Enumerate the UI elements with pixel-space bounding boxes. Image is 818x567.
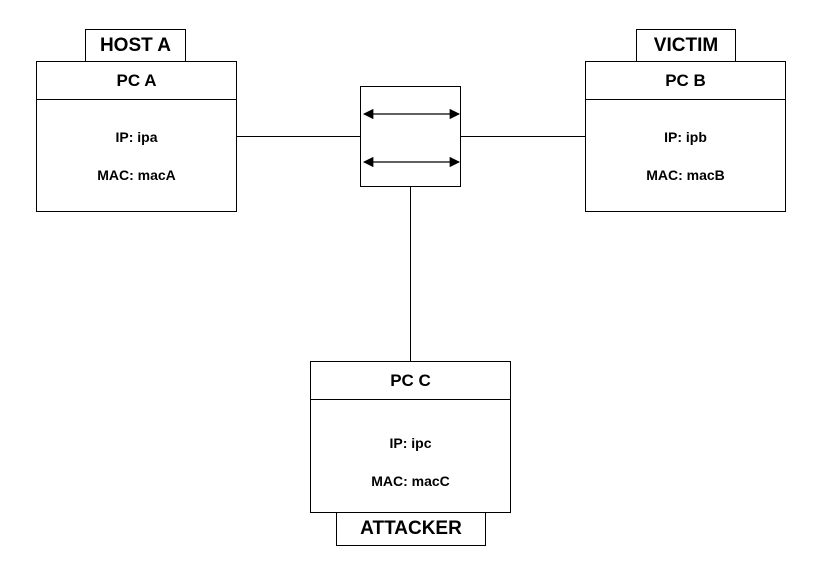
host-a-role-tag: HOST A [85,29,186,62]
pc-a-ip: IP: ipa [115,129,158,145]
pc-c-mac: MAC: macC [371,473,450,489]
link-switch-to-pc-c [410,187,411,362]
link-pc-a-to-switch [236,136,360,137]
network-switch [360,86,461,187]
pc-a-node: PC A IP: ipa MAC: macA [36,61,237,212]
pc-c-ip: IP: ipc [389,435,432,451]
pc-b-mac: MAC: macB [646,167,725,183]
pc-b-node: PC B IP: ipb MAC: macB [585,61,786,212]
bidirectional-arrows-icon [362,108,461,168]
link-switch-to-pc-b [461,136,585,137]
pc-b-role-label: VICTIM [653,34,719,56]
pc-b-role-tag: VICTIM [636,29,736,62]
pc-b-title: PC B [586,62,785,100]
pc-c-title: PC C [311,362,510,400]
host-a-role-label: HOST A [99,34,172,56]
pc-a-title: PC A [37,62,236,100]
pc-c-role-tag: ATTACKER [336,512,486,546]
pc-b-ip: IP: ipb [664,129,707,145]
pc-c-role-label: ATTACKER [360,518,462,539]
pc-a-mac: MAC: macA [97,167,176,183]
pc-c-node: PC C IP: ipc MAC: macC [310,361,511,513]
